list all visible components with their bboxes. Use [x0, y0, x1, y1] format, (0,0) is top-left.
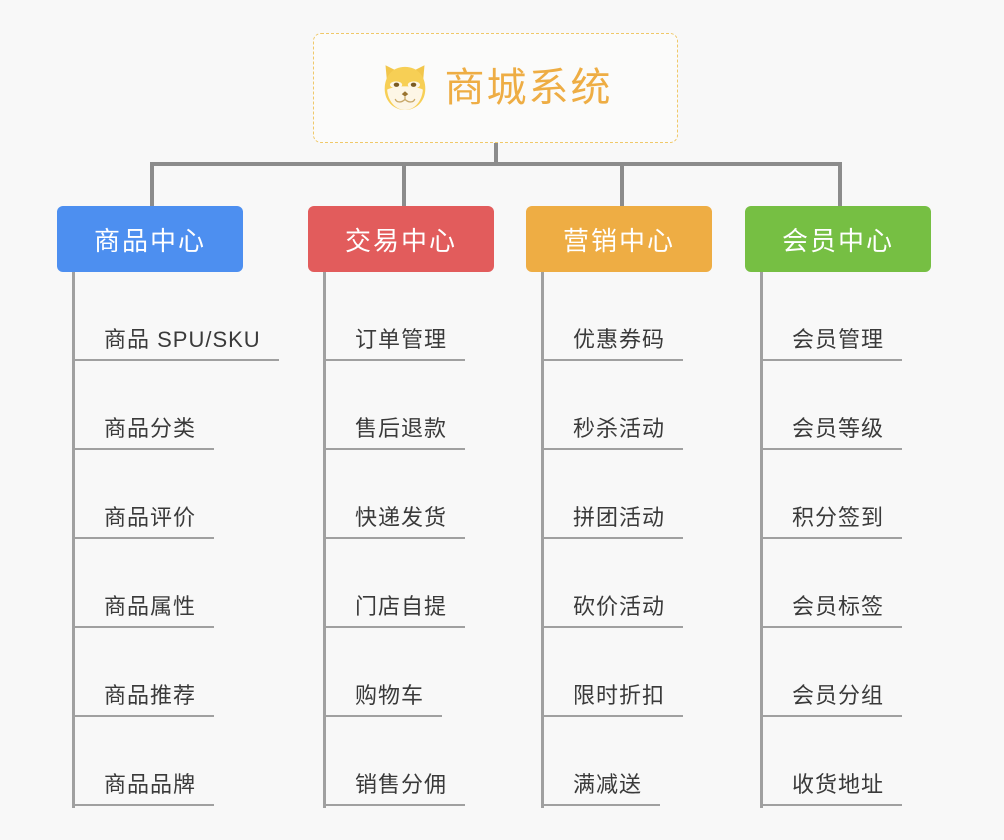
- list-item[interactable]: 商品属性: [72, 539, 302, 628]
- root-title: 商城系统: [444, 66, 613, 110]
- connector-drop-1: [150, 162, 154, 208]
- list-item[interactable]: 商品 SPU/SKU: [72, 272, 302, 361]
- list-item[interactable]: 销售分佣: [323, 717, 553, 806]
- list-item[interactable]: 会员管理: [760, 272, 990, 361]
- list-item[interactable]: 商品品牌: [72, 717, 302, 806]
- connector-drop-2: [402, 162, 406, 208]
- column-spine: [541, 272, 544, 808]
- list-item[interactable]: 会员等级: [760, 361, 990, 450]
- column-body-product-center: 商品 SPU/SKU 商品分类 商品评价 商品属性 商品推荐 商品品牌: [72, 272, 302, 840]
- list-item-label: 购物车: [323, 682, 443, 717]
- list-item-label: 秒杀活动: [541, 415, 684, 450]
- column-spine: [760, 272, 763, 808]
- root-node[interactable]: 商城系统: [313, 33, 678, 143]
- list-item-label: 销售分佣: [323, 771, 466, 806]
- connector-horizontal-bus: [150, 162, 842, 166]
- list-item[interactable]: 会员分组: [760, 628, 990, 717]
- list-item[interactable]: 砍价活动: [541, 539, 771, 628]
- list-item[interactable]: 商品推荐: [72, 628, 302, 717]
- column-items: 商品 SPU/SKU 商品分类 商品评价 商品属性 商品推荐 商品品牌: [72, 272, 302, 806]
- list-item[interactable]: 收货地址: [760, 717, 990, 806]
- list-item[interactable]: 快递发货: [323, 450, 553, 539]
- list-item-label: 商品分类: [72, 415, 215, 450]
- column-title: 营销中心: [562, 225, 675, 256]
- column-header-trade-center[interactable]: 交易中心: [308, 206, 494, 272]
- list-item[interactable]: 优惠券码: [541, 272, 771, 361]
- list-item-label: 拼团活动: [541, 504, 684, 539]
- list-item-label: 会员等级: [760, 415, 903, 450]
- list-item-label: 快递发货: [323, 504, 466, 539]
- column-spine: [323, 272, 326, 808]
- list-item[interactable]: 商品评价: [72, 450, 302, 539]
- column-title: 商品中心: [93, 225, 206, 256]
- list-item[interactable]: 门店自提: [323, 539, 553, 628]
- list-item[interactable]: 拼团活动: [541, 450, 771, 539]
- list-item-label: 商品 SPU/SKU: [72, 326, 279, 361]
- list-item[interactable]: 积分签到: [760, 450, 990, 539]
- list-item-label: 砍价活动: [541, 593, 684, 628]
- list-item[interactable]: 满减送: [541, 717, 771, 806]
- list-item[interactable]: 会员标签: [760, 539, 990, 628]
- list-item-label: 满减送: [541, 771, 661, 806]
- list-item-label: 收货地址: [760, 771, 903, 806]
- list-item-label: 订单管理: [323, 326, 466, 361]
- column-body-member-center: 会员管理 会员等级 积分签到 会员标签 会员分组 收货地址: [760, 272, 990, 840]
- list-item[interactable]: 秒杀活动: [541, 361, 771, 450]
- list-item-label: 会员分组: [760, 682, 903, 717]
- column-header-member-center[interactable]: 会员中心: [745, 206, 931, 272]
- column-items: 优惠券码 秒杀活动 拼团活动 砍价活动 限时折扣 满减送: [541, 272, 771, 806]
- list-item-label: 会员管理: [760, 326, 903, 361]
- list-item[interactable]: 限时折扣: [541, 628, 771, 717]
- list-item-label: 商品评价: [72, 504, 215, 539]
- column-header-product-center[interactable]: 商品中心: [57, 206, 243, 272]
- column-spine: [72, 272, 75, 808]
- column-header-marketing-center[interactable]: 营销中心: [526, 206, 712, 272]
- list-item-label: 积分签到: [760, 504, 903, 539]
- connector-drop-4: [838, 162, 842, 208]
- connector-drop-3: [620, 162, 624, 208]
- shiba-dog-icon: [384, 65, 425, 110]
- list-item-label: 门店自提: [323, 593, 466, 628]
- list-item-label: 会员标签: [760, 593, 903, 628]
- column-title: 交易中心: [344, 225, 457, 256]
- list-item-label: 售后退款: [323, 415, 466, 450]
- column-body-marketing-center: 优惠券码 秒杀活动 拼团活动 砍价活动 限时折扣 满减送: [541, 272, 771, 840]
- list-item-label: 商品属性: [72, 593, 215, 628]
- list-item-label: 商品推荐: [72, 682, 215, 717]
- list-item-label: 优惠券码: [541, 326, 684, 361]
- column-items: 会员管理 会员等级 积分签到 会员标签 会员分组 收货地址: [760, 272, 990, 806]
- list-item[interactable]: 购物车: [323, 628, 553, 717]
- list-item-label: 商品品牌: [72, 771, 215, 806]
- connector-root-stem: [494, 143, 498, 164]
- column-title: 会员中心: [781, 225, 894, 256]
- column-body-trade-center: 订单管理 售后退款 快递发货 门店自提 购物车 销售分佣: [323, 272, 553, 840]
- list-item[interactable]: 商品分类: [72, 361, 302, 450]
- list-item[interactable]: 售后退款: [323, 361, 553, 450]
- list-item[interactable]: 订单管理: [323, 272, 553, 361]
- column-items: 订单管理 售后退款 快递发货 门店自提 购物车 销售分佣: [323, 272, 553, 806]
- list-item-label: 限时折扣: [541, 682, 684, 717]
